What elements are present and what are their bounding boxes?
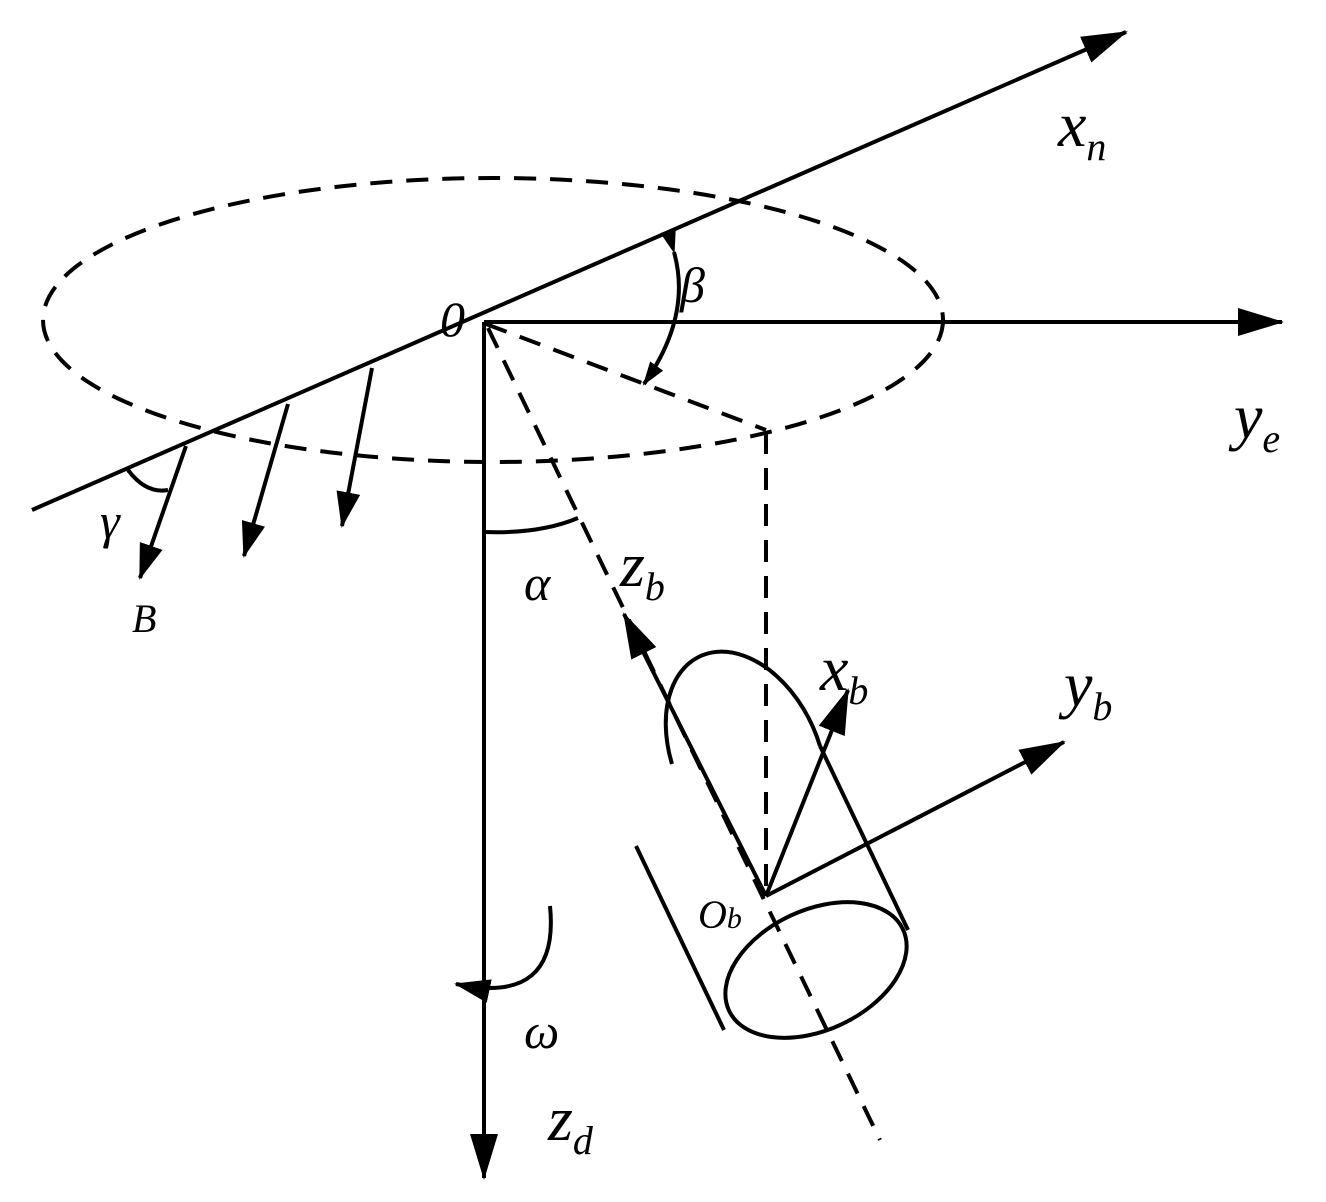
y-e-label: ye <box>1228 381 1280 461</box>
x-n-label: xn <box>1057 89 1106 169</box>
beta-angle-arc <box>642 228 681 386</box>
field-arrow-3 <box>336 367 374 528</box>
z-b-axis <box>622 612 768 897</box>
omega-label: ω <box>524 1003 559 1059</box>
origin-label: 0 <box>440 291 465 347</box>
beta-label: β <box>679 257 705 313</box>
z-b-label: zb <box>619 529 665 609</box>
field-arrow-2 <box>241 403 290 558</box>
gamma-label: γ <box>100 493 121 549</box>
capsule-body <box>634 649 910 1040</box>
y-b-axis <box>765 740 1066 898</box>
omega-rotation-arrow <box>454 905 553 1003</box>
field-b-label: B <box>132 596 156 641</box>
alpha-label: α <box>524 555 552 611</box>
alpha-angle-arc <box>483 516 579 535</box>
x-n-axis <box>31 30 1128 512</box>
x-b-axis <box>764 688 850 897</box>
z-d-label: zd <box>547 1083 594 1163</box>
projection-dashed-line <box>485 322 767 432</box>
field-arrow-1 <box>138 445 188 580</box>
gamma-angle-arc <box>126 468 169 493</box>
x-b-label: xb <box>819 633 868 713</box>
y-b-label: yb <box>1058 649 1112 729</box>
o-b-label: Ob <box>698 892 742 937</box>
